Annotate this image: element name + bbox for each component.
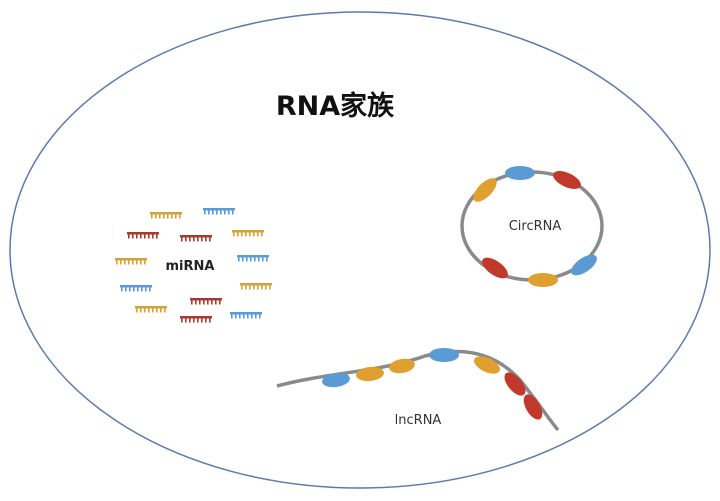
circrna-label: CircRNA — [509, 219, 562, 234]
mirna-strand — [240, 283, 272, 290]
mirna-strand — [232, 230, 264, 237]
circrna-bead — [571, 254, 597, 276]
lncrna-bead — [389, 358, 415, 374]
lncrna-bead — [473, 356, 501, 374]
mirna-strand — [120, 285, 152, 292]
mirna-strand — [237, 255, 269, 262]
circrna-bead — [473, 178, 497, 202]
mirna-strand — [115, 258, 147, 265]
diagram-title: RNA家族 — [276, 90, 395, 122]
mirna-strand — [150, 212, 182, 219]
lncrna-label: lncRNA — [395, 413, 442, 428]
family-boundary — [9, 11, 711, 489]
mirna-strand — [127, 232, 159, 239]
lncrna-bead — [322, 372, 350, 388]
mirna-strand — [190, 298, 222, 305]
mirna-strand — [180, 235, 212, 242]
mirna-strand — [180, 316, 212, 323]
circrna-bead — [505, 166, 535, 180]
mirna-cluster — [115, 208, 272, 323]
mirna-strand — [203, 208, 235, 215]
lncrna-bead — [523, 394, 543, 420]
circrna-bead — [482, 257, 508, 279]
mirna-strand — [230, 312, 262, 319]
mirna-strand — [135, 306, 167, 313]
lncrna-bead — [356, 366, 384, 382]
circrna-bead — [553, 171, 581, 189]
lncrna-bead — [429, 348, 459, 362]
circrna-ring — [460, 166, 604, 287]
circrna-bead — [528, 273, 558, 287]
lncrna-bead — [504, 372, 526, 396]
mirna-label: miRNA — [166, 259, 215, 274]
lncrna-strand-group — [276, 348, 560, 432]
